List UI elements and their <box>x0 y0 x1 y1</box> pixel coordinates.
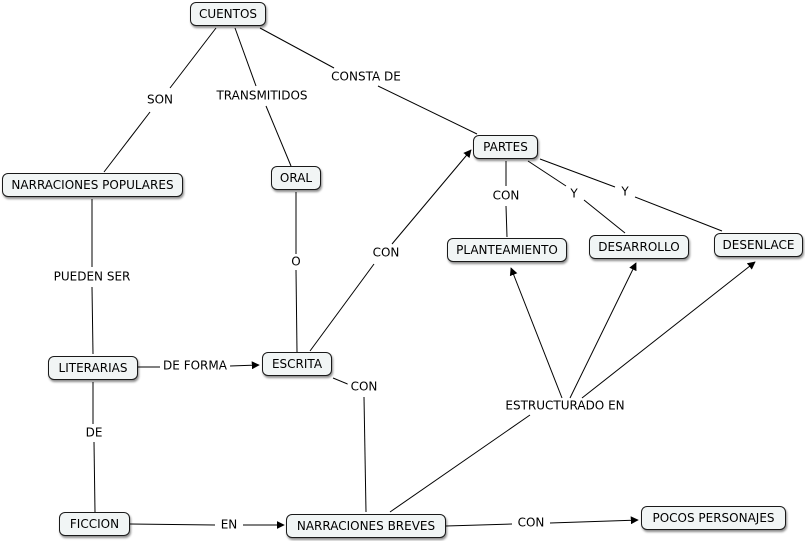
edge-consta-de-partes <box>377 85 478 135</box>
node-cuentos[interactable]: CUENTOS <box>190 2 266 26</box>
edge-cuentos-transmitidos <box>234 27 257 87</box>
edge-transmitidos-oral <box>265 105 292 167</box>
edge-estructurado-desarrollo <box>569 262 637 399</box>
edge-estructurado-desenlace <box>581 261 756 399</box>
edge-o-escrita <box>295 269 298 353</box>
edge-de-ficcion <box>93 441 96 513</box>
edge-pueden-ser-literarias <box>91 286 94 355</box>
node-ficcion[interactable]: FICCION <box>59 512 130 536</box>
node-narraciones-populares[interactable]: NARRACIONES POPULARES <box>2 173 183 197</box>
node-pocos-personajes[interactable]: POCOS PERSONAJES <box>641 506 786 530</box>
link-label-con-breves: CON <box>347 379 381 395</box>
link-label-transmitidos: TRANSMITIDOS <box>213 88 311 104</box>
link-label-y-desarrollo: Y <box>567 186 581 202</box>
edge-escrita-con <box>309 263 375 352</box>
edge-partes-y-2 <box>539 158 616 188</box>
edge-breves-con <box>445 523 513 527</box>
node-literarias[interactable]: LITERARIAS <box>48 356 138 380</box>
link-label-son: SON <box>143 92 177 108</box>
edge-estructurado-planteamiento <box>509 267 563 399</box>
edge-ficcion-en <box>129 523 216 526</box>
link-label-con-partes: CON <box>489 188 523 204</box>
link-label-estructurado-en: ESTRUCTURADO EN <box>502 398 628 414</box>
edge-breves-estructurado <box>389 414 531 513</box>
edge-cuentos-consta-de <box>259 27 335 69</box>
link-label-con-escrita: CON <box>369 245 403 261</box>
link-label-y-desenlace: Y <box>618 184 632 200</box>
node-partes[interactable]: PARTES <box>473 135 538 159</box>
edge-y-desenlace <box>634 196 723 232</box>
edge-con-pocos-personajes <box>549 516 639 525</box>
node-escrita[interactable]: ESCRITA <box>262 352 332 376</box>
link-label-pueden-ser: PUEDEN SER <box>50 269 134 285</box>
edge-partes-y-1 <box>527 160 567 187</box>
link-label-en: EN <box>217 517 241 533</box>
link-label-de-forma: DE FORMA <box>160 358 230 374</box>
node-planteamiento[interactable]: PLANTEAMIENTO <box>447 238 567 262</box>
node-oral[interactable]: ORAL <box>271 166 321 190</box>
node-narraciones-breves[interactable]: NARRACIONES BREVES <box>286 514 446 538</box>
edge-con-planteamiento <box>505 205 508 238</box>
edge-de-forma-escrita <box>229 361 260 370</box>
node-desarrollo[interactable]: DESARROLLO <box>589 235 689 259</box>
link-label-o: O <box>288 254 304 270</box>
edge-y-desarrollo <box>583 199 626 234</box>
edge-cuentos-son <box>169 27 217 89</box>
link-label-de: DE <box>82 425 106 441</box>
link-label-con-personajes: CON <box>514 515 548 531</box>
node-desenlace[interactable]: DESENLACE <box>714 233 803 257</box>
edge-con-narraciones-breves <box>363 396 367 513</box>
edge-escrita-con-2 <box>332 377 351 386</box>
edge-con-partes-arrow <box>391 149 472 245</box>
edge-son-narraciones-populares <box>103 111 151 173</box>
link-label-consta-de: CONSTA DE <box>328 69 404 85</box>
